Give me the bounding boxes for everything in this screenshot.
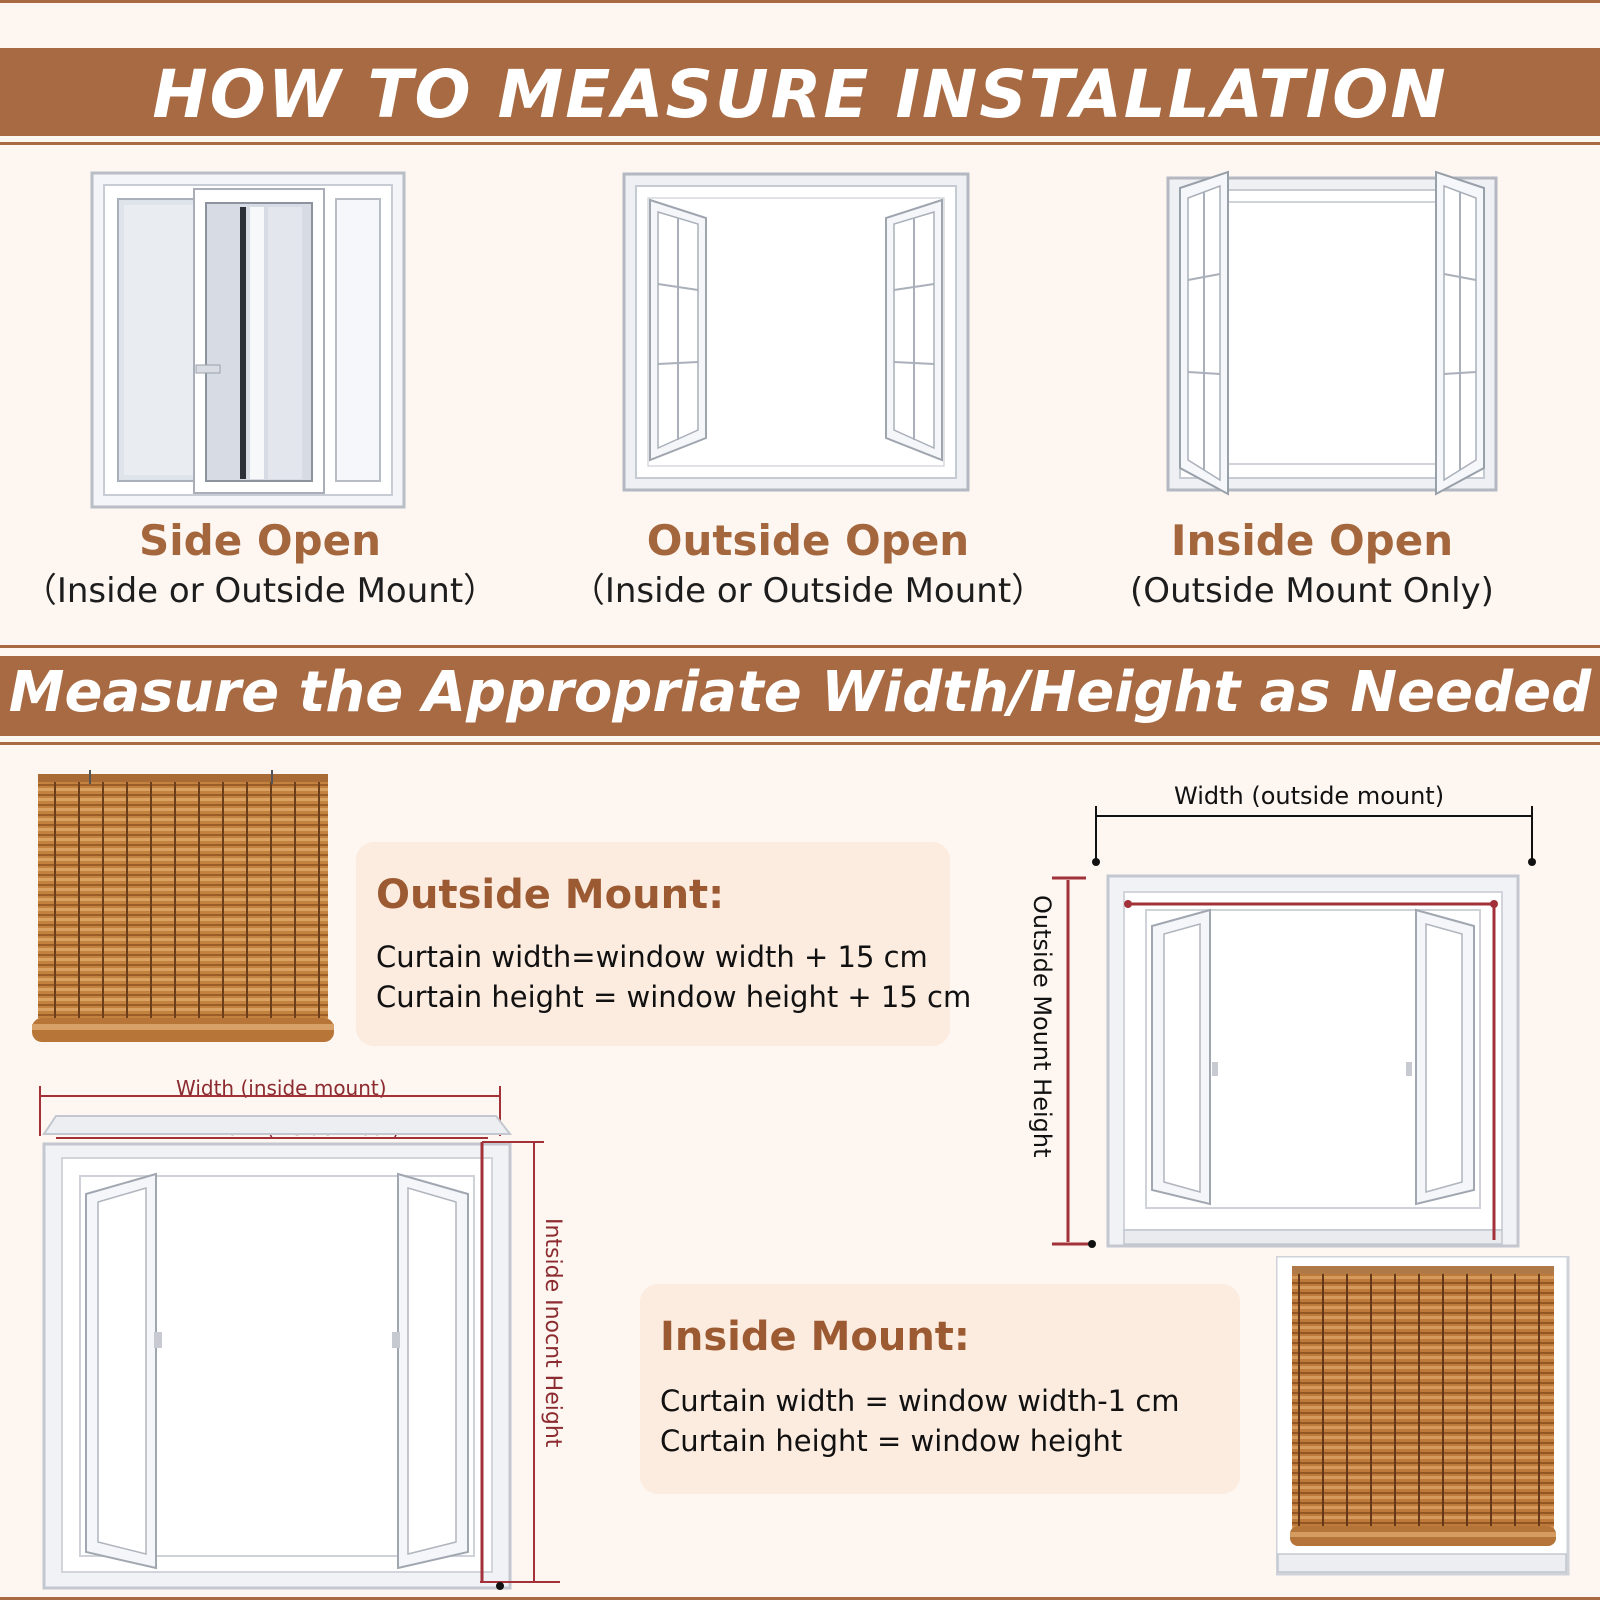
inside-mount-height-label: Intside Inocnt Height [540,1218,565,1448]
outside-mount-window-diagram [1052,806,1536,1248]
outside-open-caption: Outside Open （Inside or Outside Mount） [548,515,1068,615]
outside-open-window-illustration [622,172,970,492]
outside-open-subtitle: （Inside or Outside Mount） [570,571,1046,611]
bamboo-blind-outside-illustration [32,770,334,1042]
side-open-window-illustration [90,171,406,509]
inside-mount-heading: Inside Mount: [660,1314,970,1360]
side-open-subtitle: （Inside or Outside Mount） [22,571,498,611]
top-edge-line [0,0,1600,3]
section-band: Measure the Appropriate Width/Height as … [0,656,1600,736]
header-band: HOW TO MEASURE INSTALLATION [0,48,1600,136]
bottom-edge-line [0,1597,1600,1600]
side-open-caption: Side Open （Inside or Outside Mount） [0,515,520,615]
inside-open-title: Inside Open [1170,516,1454,565]
outside-mount-height-formula: Curtain height = window height + 15 cm [376,980,972,1014]
inside-open-caption: Inside Open (Outside Mount Only) [1052,515,1572,615]
section-title: Measure the Appropriate Width/Height as … [8,660,1592,725]
outside-mount-width-label: Width (outside mount) [1174,782,1445,810]
side-open-title: Side Open [139,516,381,565]
inside-mount-card: Inside Mount: Curtain width = window wid… [640,1284,1240,1494]
outside-open-title: Outside Open [646,516,970,565]
inside-mount-height-formula: Curtain height = window height [660,1424,1123,1458]
outside-mount-card: Outside Mount: Curtain width=window widt… [356,842,971,1046]
page-title: HOW TO MEASURE INSTALLATION [152,56,1448,133]
outside-mount-heading: Outside Mount: [376,872,725,918]
inside-mount-window-diagram [39,1086,560,1590]
outside-mount-width-formula: Curtain width=window width + 15 cm [376,940,928,974]
header-rule [0,142,1600,145]
section-rule-bottom [0,742,1600,745]
section-rule-top [0,645,1600,648]
inside-open-window-illustration [1166,170,1498,496]
inside-open-subtitle: (Outside Mount Only) [1130,571,1494,611]
inside-mount-width-formula: Curtain width = window width-1 cm [660,1384,1180,1418]
bamboo-blind-inside-illustration [1276,1256,1570,1576]
outside-mount-height-label: Outside Mount Height [1028,895,1056,1158]
